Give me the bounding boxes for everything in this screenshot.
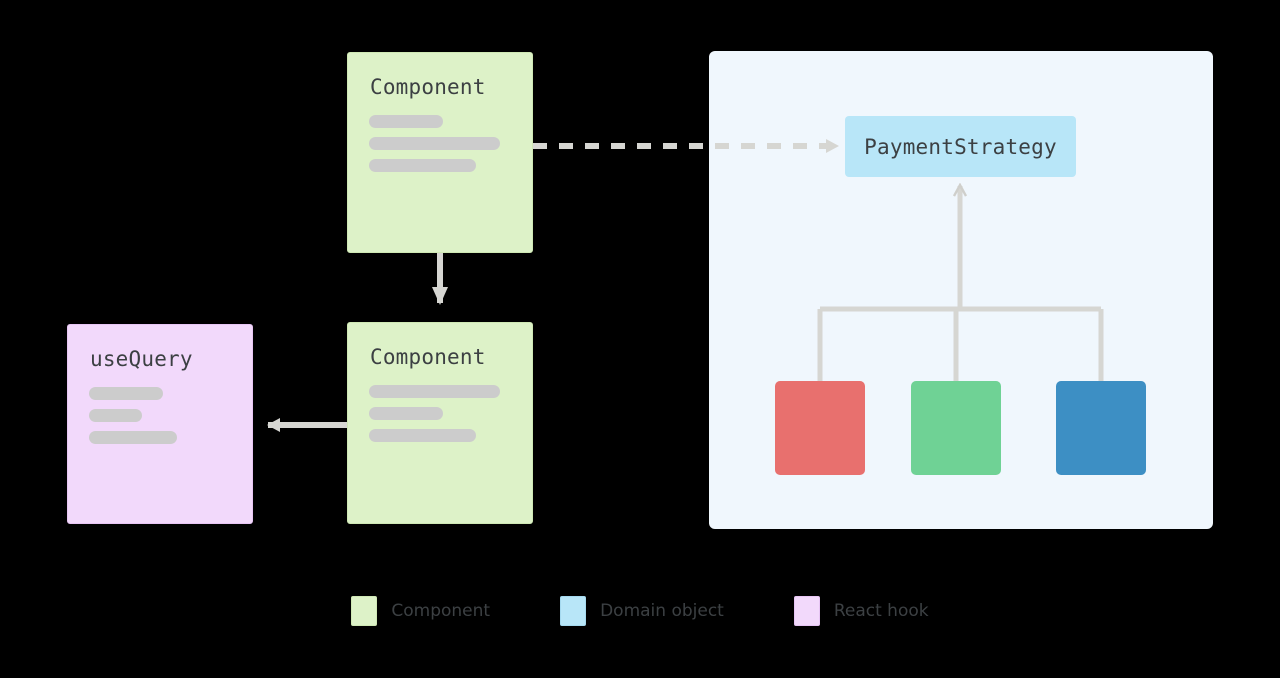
legend-swatch-icon xyxy=(793,596,820,626)
legend-swatch-icon xyxy=(560,596,587,626)
impl-box-blue[interactable] xyxy=(1056,381,1146,475)
legend-swatch-icon xyxy=(351,596,378,626)
placeholder-bar xyxy=(89,387,163,400)
card-title: Component xyxy=(370,345,486,369)
card-component-top[interactable]: Component xyxy=(347,52,533,253)
legend-label: React hook xyxy=(833,601,929,621)
legend-item-domain-object: Domain object xyxy=(560,596,724,626)
legend-item-component: Component xyxy=(351,596,490,626)
placeholder-bars xyxy=(369,115,500,172)
card-component-bottom[interactable]: Component xyxy=(347,322,533,524)
placeholder-bar xyxy=(89,409,142,422)
placeholder-bars xyxy=(89,387,177,444)
placeholder-bar xyxy=(369,385,500,398)
card-title: useQuery xyxy=(90,347,193,371)
impl-box-red[interactable] xyxy=(775,381,865,475)
placeholder-bar xyxy=(369,429,476,442)
placeholder-bar xyxy=(369,159,476,172)
placeholder-bars xyxy=(369,385,500,442)
placeholder-bar xyxy=(89,431,177,444)
placeholder-bar xyxy=(369,137,500,150)
node-payment-strategy[interactable]: PaymentStrategy xyxy=(845,116,1076,177)
legend-label: Domain object xyxy=(600,601,724,621)
legend: Component Domain object React hook xyxy=(0,596,1280,626)
card-title: Component xyxy=(370,75,486,99)
impl-box-green[interactable] xyxy=(911,381,1001,475)
legend-item-react-hook: React hook xyxy=(793,596,929,626)
placeholder-bar xyxy=(369,407,443,420)
legend-label: Component xyxy=(391,601,491,621)
card-usequery[interactable]: useQuery xyxy=(67,324,253,524)
placeholder-bar xyxy=(369,115,443,128)
